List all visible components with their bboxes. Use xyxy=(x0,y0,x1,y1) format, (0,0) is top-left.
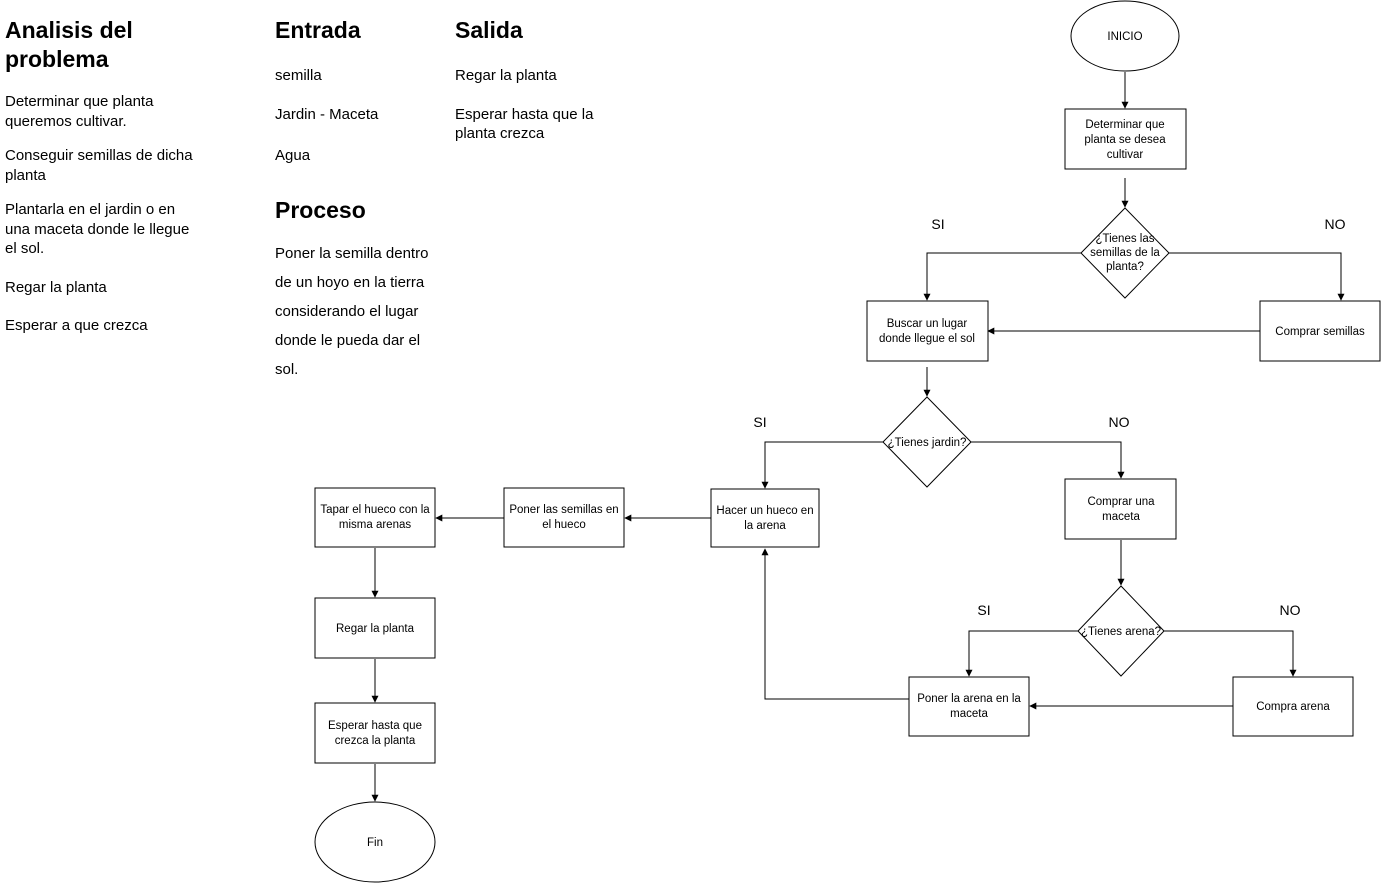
connectors xyxy=(371,72,1345,802)
branch-arena-no: NO xyxy=(1280,602,1301,618)
label-regar: Regar la planta xyxy=(336,623,415,635)
arrow-arena-no xyxy=(1164,630,1297,677)
label-comprar-semillas: Comprar semillas xyxy=(1275,326,1365,338)
label-compra-arena: Compra arena xyxy=(1256,701,1330,713)
process-esperar xyxy=(314,702,436,764)
arrow-jardin-no xyxy=(971,441,1125,479)
proceso-text: Poner la semilla dentro de un hoyo en la… xyxy=(275,245,429,378)
salida-title: Salida xyxy=(455,17,523,43)
process-poner-arena xyxy=(908,676,1030,737)
analysis-title: Analisis del problema xyxy=(5,17,133,72)
entrada-section: Entrada semilla Jardin - Maceta Agua xyxy=(275,16,435,166)
label-fin: Fin xyxy=(367,837,383,849)
arrow-arena-si xyxy=(965,630,1078,677)
branch-arena-si: SI xyxy=(977,602,990,618)
analysis-step: Regar la planta xyxy=(5,278,107,296)
branch-jardin-si: SI xyxy=(753,414,766,430)
process-hacer-hueco xyxy=(710,488,820,548)
process-regar xyxy=(314,597,436,659)
entrada-title: Entrada xyxy=(275,17,361,43)
process-comprar-maceta xyxy=(1064,478,1177,540)
arrow-poner-arena-hacer xyxy=(761,548,909,700)
branch-semillas-si: SI xyxy=(931,216,944,232)
shapes xyxy=(314,0,1381,883)
process-buscar-lugar xyxy=(866,300,989,362)
analysis-step: Conseguir semillas de dicha planta xyxy=(5,147,193,184)
branch-semillas-no: NO xyxy=(1325,216,1346,232)
arrow-jardin-si xyxy=(761,441,883,489)
process-poner-semillas xyxy=(503,487,625,548)
label-tienes-arena: ¿Tienes arena? xyxy=(1081,626,1161,638)
entrada-item: Agua xyxy=(275,147,311,164)
start-terminal xyxy=(1070,0,1180,72)
process-determinar xyxy=(1064,108,1187,170)
process-compra-arena xyxy=(1232,676,1354,737)
entrada-item: Jardin - Maceta xyxy=(275,105,379,123)
proceso-section: Proceso Poner la semilla dentro de un ho… xyxy=(275,196,445,384)
label-tienes-jardin: ¿Tienes jardin? xyxy=(888,437,967,449)
analysis-section: Analisis del problema Determinar que pla… xyxy=(5,16,205,336)
arrow-semillas-no xyxy=(1169,252,1345,301)
branch-jardin-no: NO xyxy=(1109,414,1130,430)
label-inicio: INICIO xyxy=(1107,31,1142,43)
process-comprar-semillas xyxy=(1259,300,1381,362)
decision-arena xyxy=(1077,585,1165,677)
analysis-step: Determinar que planta queremos cultivar. xyxy=(5,93,154,130)
decision-jardin xyxy=(882,396,972,488)
salida-section: Salida Regar la planta Esperar hasta que… xyxy=(455,16,625,144)
analysis-step: Esperar a que crezca xyxy=(5,317,148,334)
entrada-item: semilla xyxy=(275,67,322,84)
proceso-title: Proceso xyxy=(275,197,366,223)
end-terminal xyxy=(314,801,436,883)
branch-labels: SI NO SI NO SI NO xyxy=(753,216,1345,618)
analysis-step: Plantarla en el jardin o en una maceta d… xyxy=(5,201,190,257)
arrow-semillas-si xyxy=(923,252,1081,301)
process-tapar-hueco xyxy=(314,487,436,548)
decision-semillas xyxy=(1080,207,1170,299)
salida-item: Esperar hasta que la planta crezca xyxy=(455,105,594,143)
salida-item: Regar la planta xyxy=(455,67,557,84)
